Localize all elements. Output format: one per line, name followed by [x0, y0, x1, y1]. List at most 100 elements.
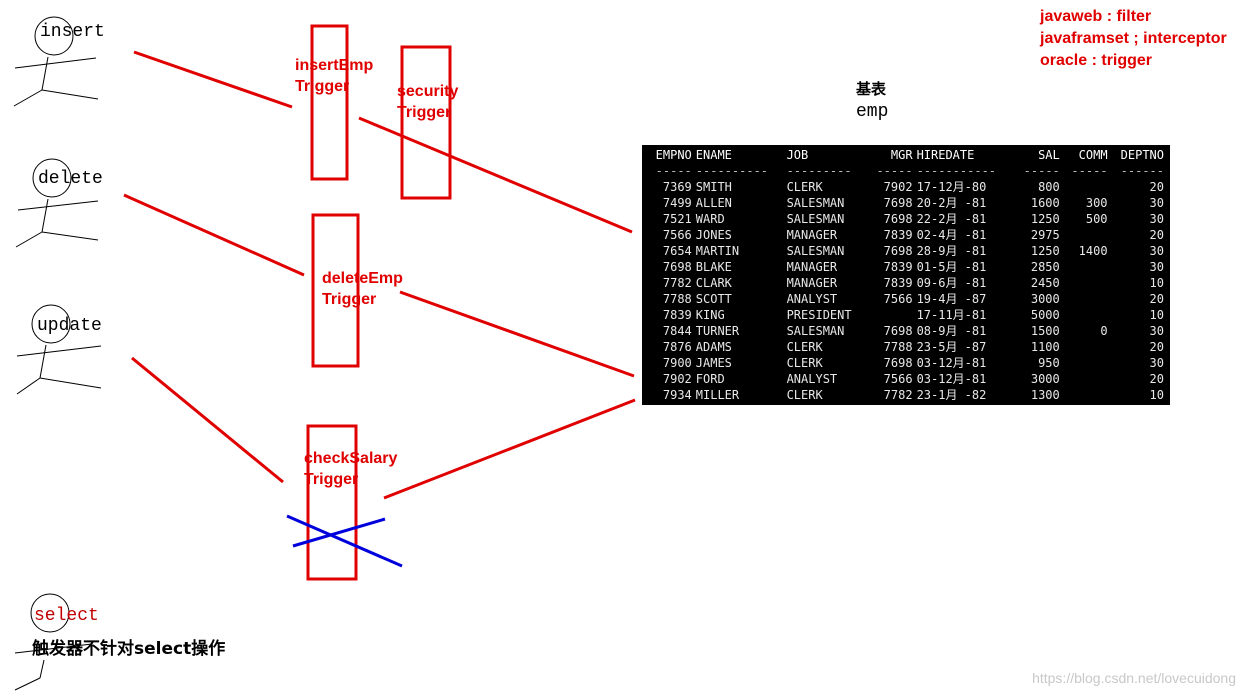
- table-cell: 02-4月 -81: [916, 228, 987, 242]
- table-cell: [1062, 307, 1110, 323]
- emp-column-header: SAL: [1038, 148, 1060, 162]
- table-cell: 7839: [662, 308, 692, 322]
- table-cell: 20: [1149, 228, 1164, 242]
- table-cell: 20: [1149, 340, 1164, 354]
- select-actor-figure: [14, 593, 93, 691]
- table-cell: CLERK: [786, 356, 823, 370]
- note-line-javaframset: javaframset ; interceptor: [1040, 30, 1227, 47]
- note-line-javaweb: javaweb : filter: [1040, 8, 1152, 25]
- table-cell: CLERK: [786, 180, 823, 194]
- emp-column-header: COMM: [1078, 148, 1108, 162]
- insert-emp-trigger-suffix: Trigger: [295, 78, 350, 95]
- table-cell: 30: [1149, 324, 1164, 338]
- check-salary-trigger-suffix: Trigger: [304, 471, 359, 488]
- note-line-oracle: oracle : trigger: [1040, 52, 1153, 69]
- table-cell: 0: [1100, 324, 1108, 338]
- table-cell: 7566: [883, 372, 913, 386]
- table-cell: 3000: [1030, 292, 1060, 306]
- table-cell: ANALYST: [786, 292, 838, 306]
- table-cell: 2975: [1030, 228, 1060, 242]
- table-cell: 03-12月-81: [916, 372, 987, 386]
- table-cell: 30: [1149, 196, 1164, 210]
- insert-actor-label: insert: [40, 22, 105, 42]
- table-cell: [1062, 179, 1110, 195]
- base-table-name: emp: [856, 102, 889, 122]
- table-cell: 03-12月-81: [916, 356, 987, 370]
- table-cell: [1062, 387, 1110, 403]
- delete-actor-figure: [15, 158, 99, 248]
- table-cell: ALLEN: [695, 196, 732, 210]
- table-cell: [867, 307, 915, 323]
- table-cell: 1300: [1030, 388, 1060, 402]
- delete-emp-trigger-name: deleteEmp: [322, 270, 403, 287]
- table-cell: 1100: [1030, 340, 1060, 354]
- table-cell: FORD: [695, 372, 725, 386]
- check-salary-trigger-label: checkSalary Trigger: [304, 448, 397, 490]
- table-cell: 7698: [883, 244, 913, 258]
- table-cell: 950: [1038, 356, 1060, 370]
- table-cell: 7900: [662, 356, 692, 370]
- emp-separator-cell: -----: [1023, 164, 1060, 178]
- cross-out-mark: [286, 514, 403, 568]
- security-trigger-name: security: [397, 83, 459, 100]
- table-cell: 7698: [883, 212, 913, 226]
- table-cell: 2450: [1030, 276, 1060, 290]
- table-cell: MANAGER: [786, 260, 838, 274]
- table-cell: 7782: [662, 276, 692, 290]
- table-cell: MANAGER: [786, 228, 838, 242]
- table-cell: 7839: [883, 276, 913, 290]
- table-cell: 28-9月 -81: [916, 244, 987, 258]
- table-cell: 800: [1038, 180, 1060, 194]
- table-cell: 7566: [883, 292, 913, 306]
- watermark: https://blog.csdn.net/lovecuidong: [1032, 670, 1236, 686]
- table-cell: [1062, 259, 1110, 275]
- table-cell: [1062, 227, 1110, 243]
- table-cell: 30: [1149, 356, 1164, 370]
- table-cell: 30: [1149, 244, 1164, 258]
- insert-emp-trigger-name: insertEmp: [295, 57, 374, 74]
- table-cell: 20: [1149, 180, 1164, 194]
- table-cell: 10: [1149, 388, 1164, 402]
- table-cell: SCOTT: [695, 292, 732, 306]
- table-cell: KING: [695, 308, 725, 322]
- table-cell: 7499: [662, 196, 692, 210]
- delete-to-trigger-line: [123, 193, 305, 277]
- emp-separator-cell: -----------: [916, 164, 997, 178]
- notes-block: javaweb : filter javaframset ; intercept…: [1040, 6, 1227, 72]
- delete-actor-label: delete: [38, 169, 103, 189]
- table-cell: 20: [1149, 372, 1164, 386]
- table-cell: SALESMAN: [786, 244, 845, 258]
- emp-separator-cell: ----------: [695, 164, 769, 178]
- table-cell: 7566: [662, 228, 692, 242]
- table-cell: [1062, 291, 1110, 307]
- table-cell: 3000: [1030, 372, 1060, 386]
- table-cell: 10: [1149, 308, 1164, 322]
- base-table-title: 基表: [856, 80, 887, 98]
- table-cell: 1250: [1030, 212, 1060, 226]
- table-cell: 7788: [662, 292, 692, 306]
- update-actor-label: update: [37, 316, 102, 336]
- insert-emp-trigger-box: [310, 24, 349, 181]
- delete-trigger-to-table-line: [399, 290, 635, 378]
- table-cell: 17-11月-81: [916, 308, 987, 322]
- table-cell: 17-12月-80: [916, 180, 987, 194]
- table-cell: 30: [1149, 212, 1164, 226]
- emp-separator-cell: ------: [1120, 164, 1164, 178]
- table-cell: MANAGER: [786, 276, 838, 290]
- table-cell: 7902: [662, 372, 692, 386]
- table-cell: MILLER: [695, 388, 740, 402]
- emp-column-header: JOB: [786, 148, 809, 162]
- emp-column-header: EMPNO: [655, 148, 692, 162]
- delete-emp-trigger-suffix: Trigger: [322, 291, 377, 308]
- table-cell: ANALYST: [786, 372, 838, 386]
